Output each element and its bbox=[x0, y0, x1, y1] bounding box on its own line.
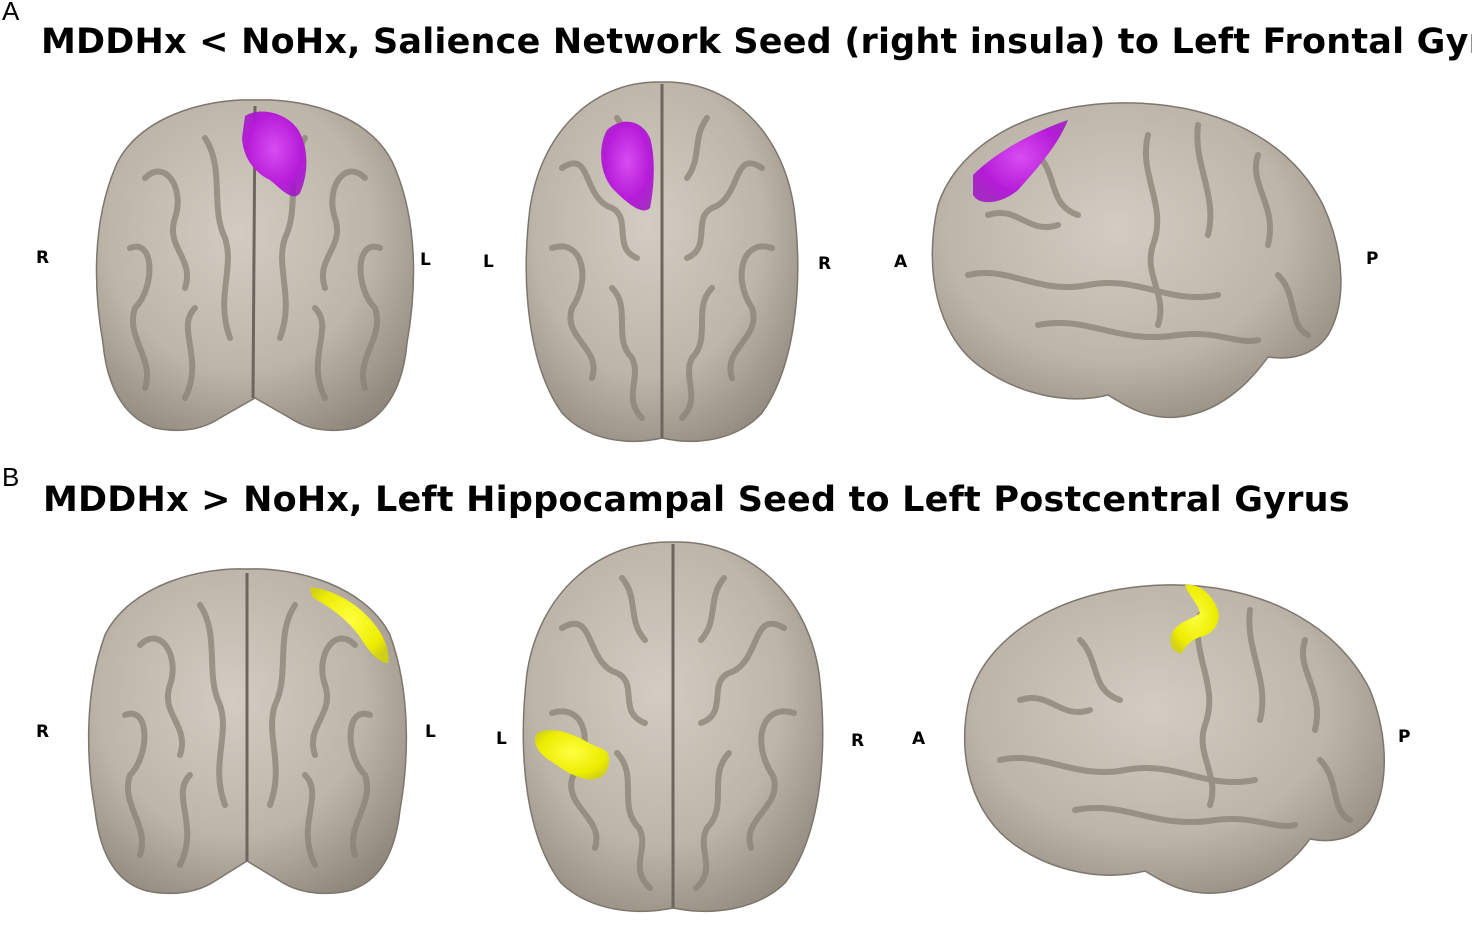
brain-sagittal-view-a bbox=[931, 102, 1342, 419]
yellow-highlight-region bbox=[1170, 584, 1219, 653]
panel-a-title: MDDHx < NoHx, Salience Network Seed (rig… bbox=[41, 22, 1472, 62]
coronal-a-left-label: R bbox=[36, 248, 50, 268]
yellow-highlight-region bbox=[310, 587, 389, 663]
purple-highlight-region bbox=[242, 111, 307, 197]
axial-a-left-label: L bbox=[483, 252, 494, 272]
brain-coronal-view-a bbox=[95, 99, 415, 432]
sagittal-a-left-label: A bbox=[894, 252, 908, 272]
axial-b-left-label: L bbox=[496, 729, 507, 749]
brain-sagittal-view-b bbox=[963, 584, 1385, 894]
panel-b-letter: B bbox=[2, 462, 20, 492]
coronal-b-left-label: R bbox=[36, 722, 50, 742]
purple-highlight-region bbox=[973, 120, 1068, 203]
sagittal-a-right-label: P bbox=[1366, 249, 1379, 269]
brain-coronal-view-b bbox=[87, 568, 408, 895]
axial-a-right-label: R bbox=[818, 254, 832, 274]
brain-axial-view-a bbox=[525, 81, 799, 443]
coronal-a-right-label: L bbox=[420, 250, 431, 270]
panel-b-title: MDDHx > NoHx, Left Hippocampal Seed to L… bbox=[43, 480, 1350, 520]
panel-a-letter: A bbox=[2, 0, 20, 26]
yellow-highlight-region bbox=[534, 730, 609, 780]
brain-axial-view-b bbox=[522, 541, 824, 913]
coronal-b-right-label: L bbox=[425, 722, 436, 742]
sagittal-b-left-label: A bbox=[912, 729, 926, 749]
axial-b-right-label: R bbox=[851, 731, 865, 751]
sagittal-b-right-label: P bbox=[1398, 727, 1411, 747]
purple-highlight-region bbox=[601, 121, 654, 211]
